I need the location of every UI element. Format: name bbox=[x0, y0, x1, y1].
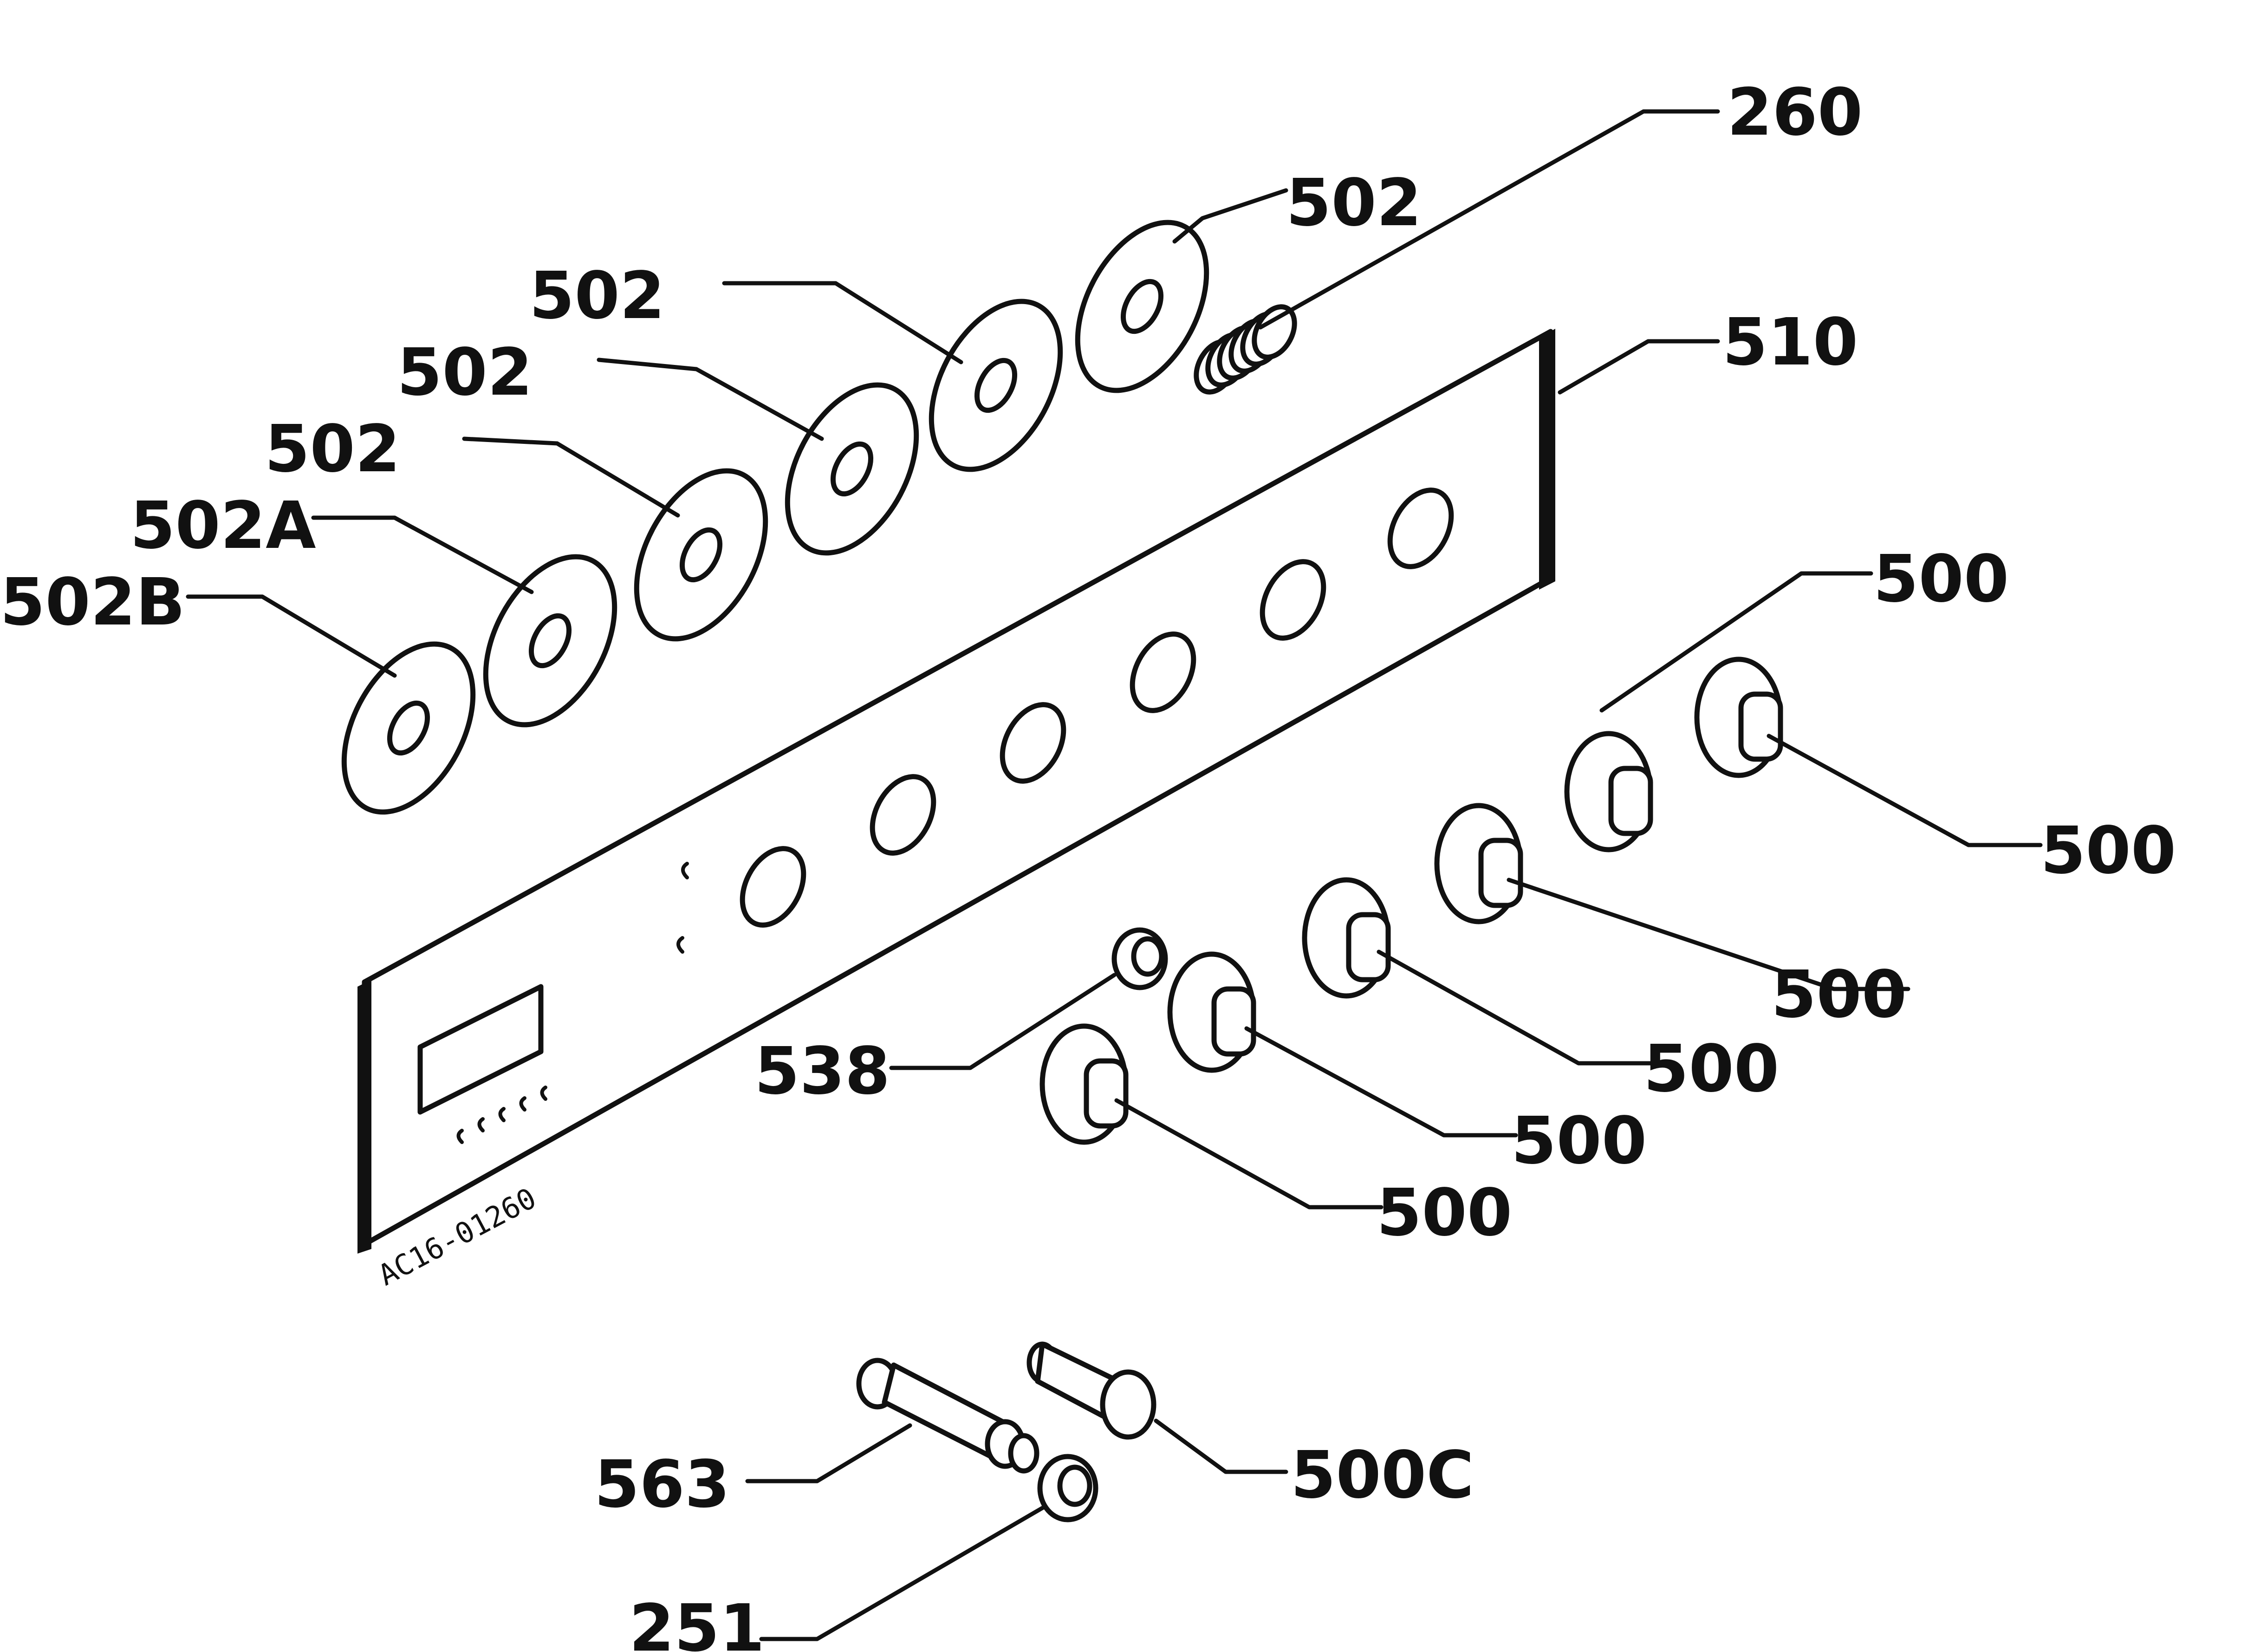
washer-502-1 bbox=[634, 468, 768, 642]
panel-holes bbox=[740, 488, 1454, 928]
label-502-a: 502 bbox=[529, 258, 665, 334]
washer-502B bbox=[341, 641, 476, 815]
indicator-mark bbox=[676, 936, 684, 954]
part-labels: 260 502 502 502 502 502A 502B 510 500 50… bbox=[0, 75, 2176, 1652]
label-502-top: 502 bbox=[1286, 165, 1422, 241]
label-260: 260 bbox=[1727, 75, 1863, 150]
knob-500-1 bbox=[1039, 1023, 1129, 1145]
knob-500-2 bbox=[1167, 951, 1256, 1073]
button-538 bbox=[1111, 927, 1168, 990]
label-500-2: 500 bbox=[2040, 813, 2176, 889]
shaft-500C bbox=[1026, 1341, 1156, 1440]
label-500-3: 500 bbox=[1771, 957, 1907, 1033]
label-500C: 500C bbox=[1291, 1437, 1474, 1513]
label-500-6: 500 bbox=[1377, 1175, 1512, 1251]
leader-lines bbox=[186, 109, 2043, 1641]
display-button-marks bbox=[456, 1086, 547, 1144]
cap-251 bbox=[1037, 1454, 1098, 1522]
indicator-mark bbox=[681, 862, 689, 879]
label-502A: 502A bbox=[130, 488, 316, 564]
label-563: 563 bbox=[594, 1447, 730, 1522]
washers bbox=[341, 220, 1209, 815]
shaft-563 bbox=[856, 1358, 1039, 1474]
knob-500-5 bbox=[1564, 731, 1653, 852]
washer-502-2 bbox=[785, 382, 919, 556]
display-window bbox=[417, 984, 544, 1115]
label-502-c: 502 bbox=[265, 411, 400, 487]
label-500-4: 500 bbox=[1643, 1031, 1779, 1107]
washer-502A bbox=[483, 554, 617, 728]
label-500-1: 500 bbox=[1873, 541, 2009, 617]
washer-502-4 bbox=[1075, 220, 1209, 393]
knob-500-6 bbox=[1694, 657, 1783, 778]
spring-260 bbox=[1194, 304, 1297, 395]
washer-502-3 bbox=[929, 299, 1063, 472]
label-502-b: 502 bbox=[397, 335, 533, 410]
control-panel-510: AC16-01260 bbox=[357, 329, 1555, 1292]
label-538: 538 bbox=[754, 1034, 890, 1109]
label-510: 510 bbox=[1722, 305, 1858, 380]
knobs bbox=[1039, 657, 1783, 1145]
label-251: 251 bbox=[629, 1591, 765, 1652]
knob-500-3 bbox=[1302, 877, 1391, 999]
knob-500-4 bbox=[1434, 803, 1523, 924]
label-500-5: 500 bbox=[1511, 1103, 1647, 1179]
label-502B: 502B bbox=[0, 565, 185, 640]
